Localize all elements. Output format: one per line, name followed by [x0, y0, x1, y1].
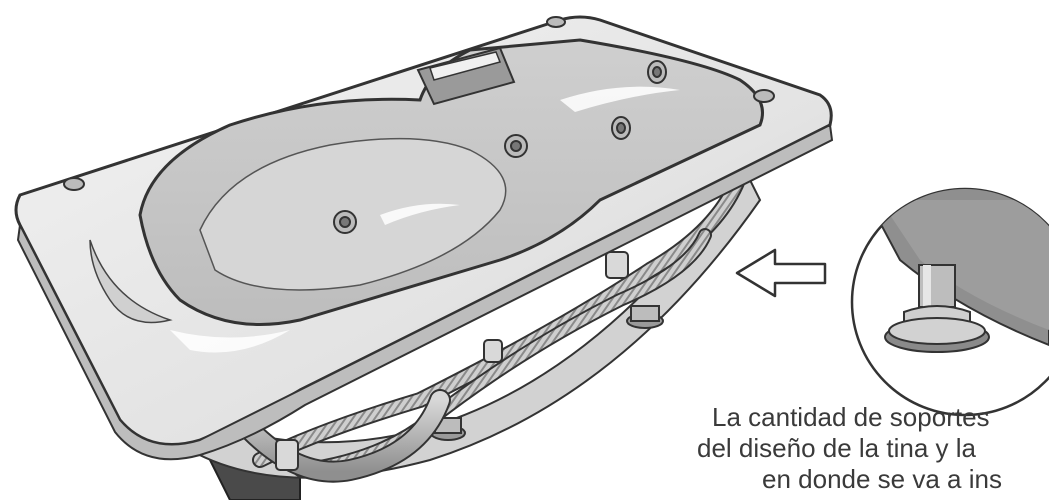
tub-hoses [239, 167, 748, 483]
gloss-highlights [170, 86, 680, 353]
arrow-left-icon [735, 248, 827, 298]
tub-support-feet [430, 305, 664, 441]
bathtub-illustration [14, 15, 834, 500]
caption-text: La cantidad de soportes del diseño de la… [0, 402, 1049, 500]
rim-fittings [63, 16, 775, 191]
tub-seat [89, 239, 173, 324]
support-foot-detail [850, 187, 1049, 417]
tub-rim-edge [16, 123, 834, 461]
caption-line-1: La cantidad de soportes [712, 402, 990, 432]
hose-clamps [275, 251, 629, 471]
tub-jets [333, 60, 667, 234]
headrest [416, 46, 516, 106]
caption-line-2: del diseño de la tina y la [697, 433, 976, 463]
caption-line-3: en donde se va a ins [762, 464, 1002, 494]
